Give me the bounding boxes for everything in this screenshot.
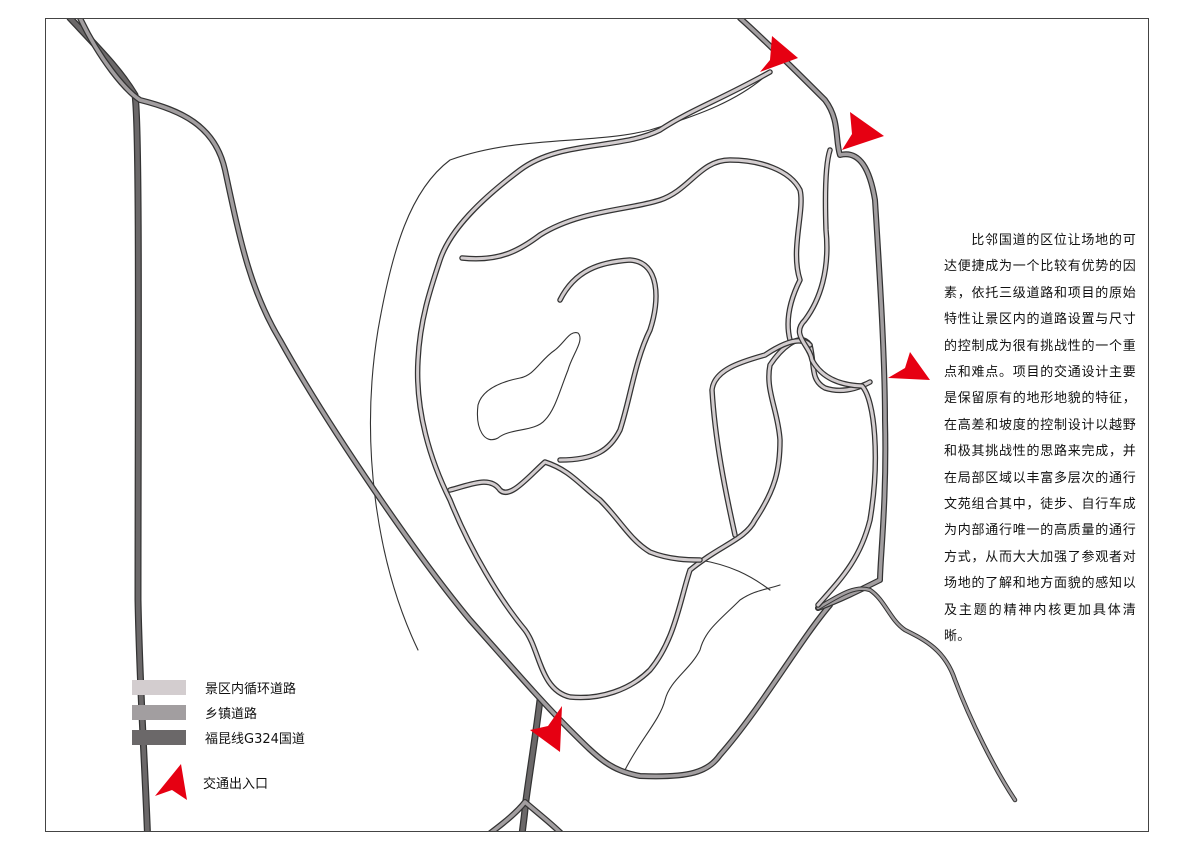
legend-swatch-highway bbox=[132, 729, 186, 745]
highway-g324 bbox=[66, 19, 544, 831]
entrance-arrow-icon bbox=[155, 764, 187, 800]
legend-swatch-scenic-loop bbox=[132, 679, 186, 695]
legend-swatch-town-road bbox=[132, 704, 186, 720]
legend-item-entrance: 交通出入口 bbox=[153, 762, 268, 802]
legend-label: 福昆线G324国道 bbox=[205, 731, 305, 747]
entrance-arrow-icon bbox=[888, 352, 930, 380]
legend-item-scenic-loop: 景区内循环道路 bbox=[132, 679, 297, 697]
legend-item-town-road: 乡镇道路 bbox=[132, 704, 258, 722]
entrance-markers bbox=[530, 36, 930, 752]
legend-label: 景区内循环道路 bbox=[205, 681, 297, 697]
map-frame bbox=[45, 18, 1149, 832]
legend-item-highway: 福昆线G324国道 bbox=[132, 729, 305, 747]
loop-outer bbox=[414, 69, 873, 701]
entrance-arrow-icon bbox=[842, 112, 884, 150]
legend-label: 交通出入口 bbox=[203, 776, 269, 792]
loop-central bbox=[447, 459, 703, 563]
entrance-arrow-icon bbox=[530, 706, 562, 752]
lake bbox=[476, 331, 581, 441]
scenic-loop-roads bbox=[414, 69, 879, 701]
description-panel: 比邻国道的区位让场地的可达便捷成为一个比较有优势的因素，依托三级道路和项目的原始… bbox=[944, 228, 1136, 651]
loop-north-hill bbox=[557, 257, 659, 463]
trail-se-2 bbox=[699, 559, 771, 591]
trails bbox=[370, 71, 781, 771]
description-text: 比邻国道的区位让场地的可达便捷成为一个比较有优势的因素，依托三级道路和项目的原始… bbox=[944, 233, 1136, 645]
town-roads bbox=[77, 19, 1018, 831]
legend-label: 乡镇道路 bbox=[205, 706, 258, 722]
trail-se-1 bbox=[624, 584, 781, 771]
town-road-diagonal bbox=[77, 19, 833, 780]
entrance-arrow-icon bbox=[760, 36, 798, 72]
